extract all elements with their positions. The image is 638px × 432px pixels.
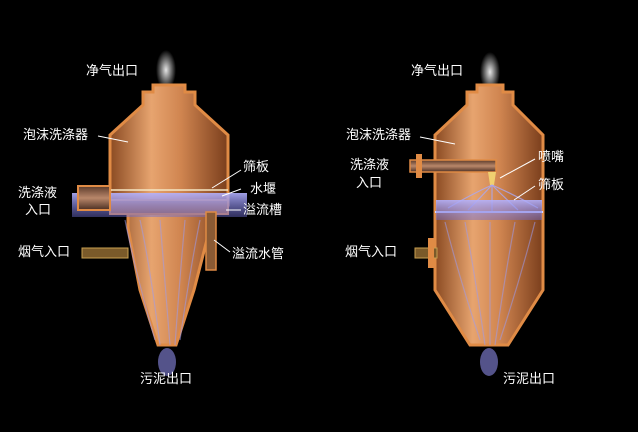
- right-foam-layer: [436, 200, 542, 220]
- left-sieve-plate-label: 筛板: [243, 160, 270, 175]
- right-clean-gas-outlet-label: 净气出口: [411, 64, 464, 79]
- left-overflow-pipe-label: 溢流水管: [232, 247, 285, 262]
- right-flue-gas-inlet-pipe: [414, 247, 438, 259]
- right-nozzle-label: 喷嘴: [538, 150, 565, 165]
- left-liquid-inlet-label-1: 洗涤液: [18, 186, 58, 201]
- left-liquid-inlet-label-2: 入口: [25, 203, 52, 218]
- left-flue-gas-inlet-label: 烟气入口: [18, 245, 71, 260]
- left-flue-gas-inlet-pipe: [81, 247, 129, 259]
- leader-lines: [97, 135, 536, 253]
- right-liquid-inlet-pipe: [409, 159, 497, 173]
- right-outlet-steam: [480, 52, 500, 92]
- right-inlet-flange: [416, 154, 422, 178]
- left-scrubber-label: 泡沫洗涤器: [23, 128, 89, 143]
- left-vessel: [72, 50, 247, 376]
- right-sludge-stream: [480, 348, 498, 376]
- right-lower-flow: [444, 221, 536, 346]
- right-flue-gas-inlet-label: 烟气入口: [345, 245, 398, 260]
- right-scrubber-label: 泡沫洗涤器: [346, 128, 412, 143]
- left-clean-gas-outlet-label: 净气出口: [86, 64, 139, 79]
- left-lower-flow: [124, 219, 201, 346]
- left-outlet-steam: [156, 50, 176, 90]
- left-sludge-outlet-label: 污泥出口: [140, 372, 193, 387]
- right-vessel: [409, 52, 545, 376]
- right-liquid-inlet-label-1: 洗涤液: [350, 158, 390, 173]
- left-sludge-stream: [158, 348, 176, 376]
- right-nozzle: [488, 172, 496, 185]
- right-flue-inlet-flange: [428, 238, 434, 268]
- left-liquid-inlet-pipe: [77, 185, 111, 211]
- left-weir-label: 水堰: [250, 182, 277, 197]
- right-liquid-inlet-label-2: 入口: [356, 176, 383, 191]
- left-overflow-pipe: [205, 211, 217, 271]
- left-overflow-trough-label: 溢流槽: [243, 203, 283, 218]
- right-sieve-plate-label: 筛板: [538, 178, 565, 193]
- right-sludge-outlet-label: 污泥出口: [503, 372, 556, 387]
